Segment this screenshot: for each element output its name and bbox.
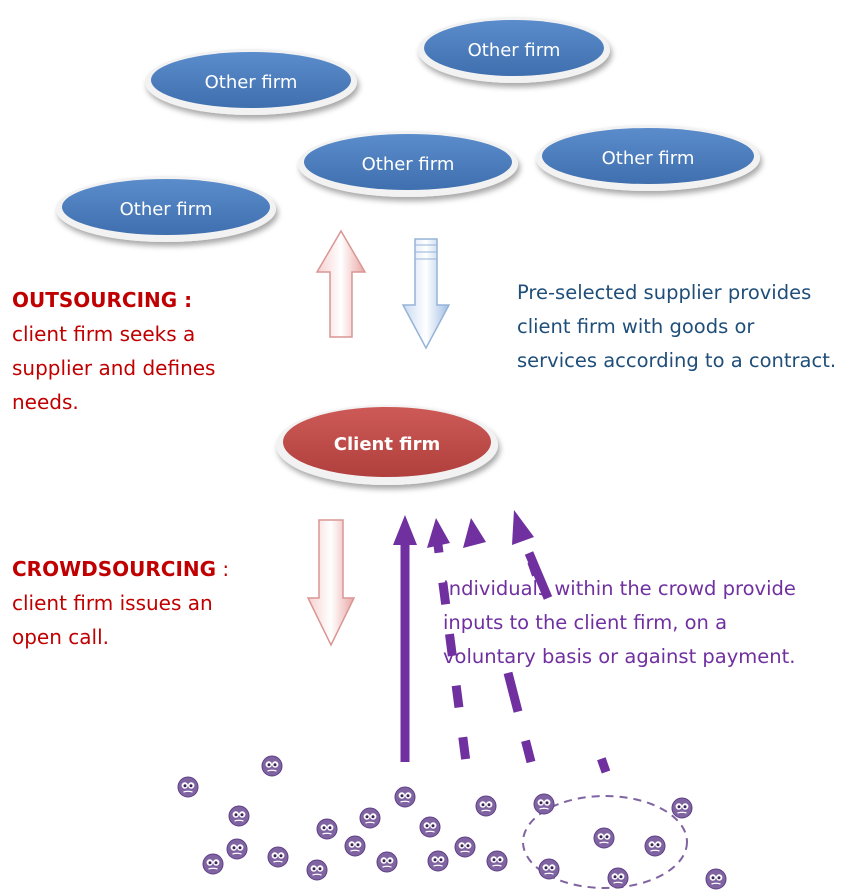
supplier-description: Pre-selected supplier provides client fi… — [517, 276, 836, 378]
crowd-member-icon — [475, 795, 497, 817]
crowd-member-icon — [454, 836, 476, 858]
crowd-member-icon — [671, 797, 693, 819]
supplier-line: services according to a contract. — [517, 349, 837, 372]
crowd-member-icon — [359, 807, 381, 829]
crowd-member-icon — [202, 853, 224, 875]
crowdsourcing-line: open call. — [12, 625, 109, 649]
crowd-line: voluntary basis or against payment. — [443, 645, 796, 668]
other-firm-node-4: Other firm — [536, 125, 760, 191]
crowd-member-icon — [267, 846, 289, 868]
open-call-down-arrow — [306, 519, 356, 647]
crowd-member-icon — [261, 755, 283, 777]
crowd-line: inputs to the client firm, on a — [443, 611, 728, 634]
crowd-member-icon — [419, 816, 441, 838]
crowd-member-icon — [486, 850, 508, 872]
crowd — [177, 755, 727, 890]
outsourcing-line: client firm seeks a — [12, 322, 196, 346]
crowd-input-arrow-1 — [393, 515, 417, 762]
client-firm-node: Client firm — [276, 405, 498, 485]
outsourcing-line: supplier and defines — [12, 356, 216, 380]
other-firm-node-3: Other firm — [298, 131, 518, 197]
outsourcing-heading: OUTSOURCING : — [12, 288, 193, 312]
crowd-subgroup-outline — [522, 795, 688, 889]
other-firm-label: Other firm — [362, 154, 455, 175]
crowd-member-icon — [376, 851, 398, 873]
other-firm-label: Other firm — [120, 199, 213, 220]
other-firm-label: Other firm — [468, 40, 561, 61]
outsourcing-line: needs. — [12, 390, 79, 414]
client-firm-label: Client firm — [334, 434, 440, 455]
crowd-description: Individuals within the crowd provide inp… — [443, 572, 796, 674]
crowd-member-icon — [593, 827, 615, 849]
supplier-line: Pre-selected supplier provides — [517, 281, 812, 304]
supplier-line: client firm with goods or — [517, 315, 755, 338]
crowd-member-icon — [344, 835, 366, 857]
crowd-member-icon — [177, 776, 199, 798]
crowd-member-icon — [705, 868, 727, 890]
crowdsourcing-heading: CROWDSOURCING — [12, 557, 217, 581]
crowdsourcing-line: client firm issues an — [12, 591, 213, 615]
crowd-member-icon — [226, 838, 248, 860]
crowd-line: Individuals within the crowd provide — [443, 577, 796, 600]
crowd-member-icon — [538, 858, 560, 880]
crowdsourcing-heading-suffix: : — [216, 557, 230, 581]
crowd-member-icon — [644, 835, 666, 857]
crowd-input-arrow-4 — [512, 510, 611, 774]
supply-down-arrow — [401, 238, 451, 350]
crowd-member-icon — [533, 793, 555, 815]
crowd-member-icon — [607, 867, 629, 889]
other-firm-label: Other firm — [205, 72, 298, 93]
other-firm-node-2: Other firm — [418, 17, 610, 83]
outsourcing-up-arrow — [315, 229, 367, 338]
other-firm-label: Other firm — [602, 148, 695, 169]
crowd-input-arrow-3 — [463, 518, 536, 764]
crowdsourcing-heading-row: CROWDSOURCING : — [12, 552, 229, 586]
crowd-member-icon — [427, 850, 449, 872]
crowdsourcing-description: CROWDSOURCING : client firm issues an op… — [12, 552, 229, 654]
crowd-member-icon — [306, 859, 328, 881]
crowd-member-icon — [316, 818, 338, 840]
other-firm-node-1: Other firm — [145, 49, 357, 115]
crowd-member-icon — [228, 805, 250, 827]
other-firm-node-5: Other firm — [56, 176, 276, 242]
crowd-input-arrow-2 — [427, 518, 471, 763]
crowd-member-icon — [394, 786, 416, 808]
outsourcing-description: OUTSOURCING : client firm seeks a suppli… — [12, 283, 215, 419]
